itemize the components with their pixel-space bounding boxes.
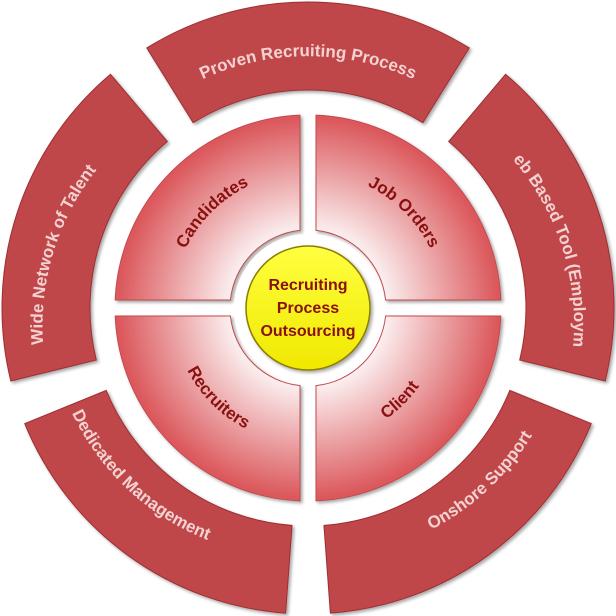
center-line-2: Process [277, 300, 339, 317]
inner-segment-candidates [114, 114, 301, 301]
center-line-1: Recruiting [268, 277, 347, 294]
outer-segment-onshore-support [323, 389, 592, 614]
center-line-3: Outsourcing [260, 323, 355, 340]
center-circle [245, 245, 371, 371]
inner-ring [114, 114, 502, 502]
outer-segment-web-based-tool [448, 73, 615, 382]
outer-segment-dedicated-management [24, 389, 293, 614]
inner-segment-job-orders [315, 114, 502, 301]
inner-segment-client [315, 315, 502, 502]
inner-segment-recruiters [114, 315, 301, 502]
outer-segment-proven-recruiting-process [146, 1, 470, 124]
outer-segment-wide-network-of-talent [1, 73, 168, 382]
center-node: Recruiting Process Outsourcing [234, 234, 382, 382]
